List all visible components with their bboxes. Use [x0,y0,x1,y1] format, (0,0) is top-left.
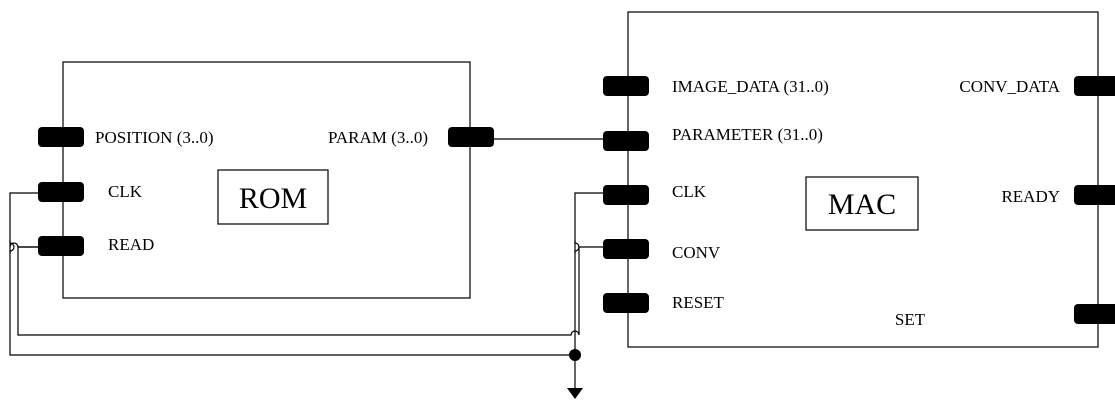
rom-read-pin[interactable] [38,236,84,256]
clk-net-wire [9,192,603,356]
rom-clk-label: CLK [108,182,143,201]
mac-title-box [805,176,919,231]
mac-set-pin[interactable] [1074,304,1115,324]
mac-conv-data-pin[interactable] [1074,76,1115,96]
mac-set-label: SET [895,310,926,329]
rom-position-label: POSITION (3..0) [95,128,214,147]
mac-clk-label: CLK [672,182,707,201]
mac-parameter-pin[interactable] [603,131,649,151]
rom-read-label: READ [108,235,154,254]
rom-clk-pin[interactable] [38,182,84,202]
clk-hop-over-read [9,240,15,254]
mac-conv-pin[interactable] [603,239,649,259]
rom-title-box [217,169,329,225]
mac-conv-data-label: CONV_DATA [959,77,1060,96]
mac-parameter-label: PARAMETER (31..0) [672,125,823,144]
mac-reset-label: RESET [672,293,725,312]
mac-image-data-pin[interactable] [603,76,649,96]
rom-position-pin[interactable] [38,127,84,147]
mac-conv-label: CONV [672,243,721,262]
clk-mac-hop-over-conv [574,240,580,254]
rom-param-label: PARAM (3..0) [328,128,428,147]
mac-title: MAC [828,188,896,221]
mac-reset-pin[interactable] [603,293,649,313]
mac-image-data-label: IMAGE_DATA (31..0) [672,77,829,96]
mac-ready-label: READY [1001,187,1060,206]
rom-param-pin[interactable] [448,127,494,147]
rom-title: ROM [239,182,307,215]
mac-clk-pin[interactable] [603,185,649,205]
ground-arrow-icon [567,388,583,399]
mac-ready-pin[interactable] [1074,185,1115,205]
